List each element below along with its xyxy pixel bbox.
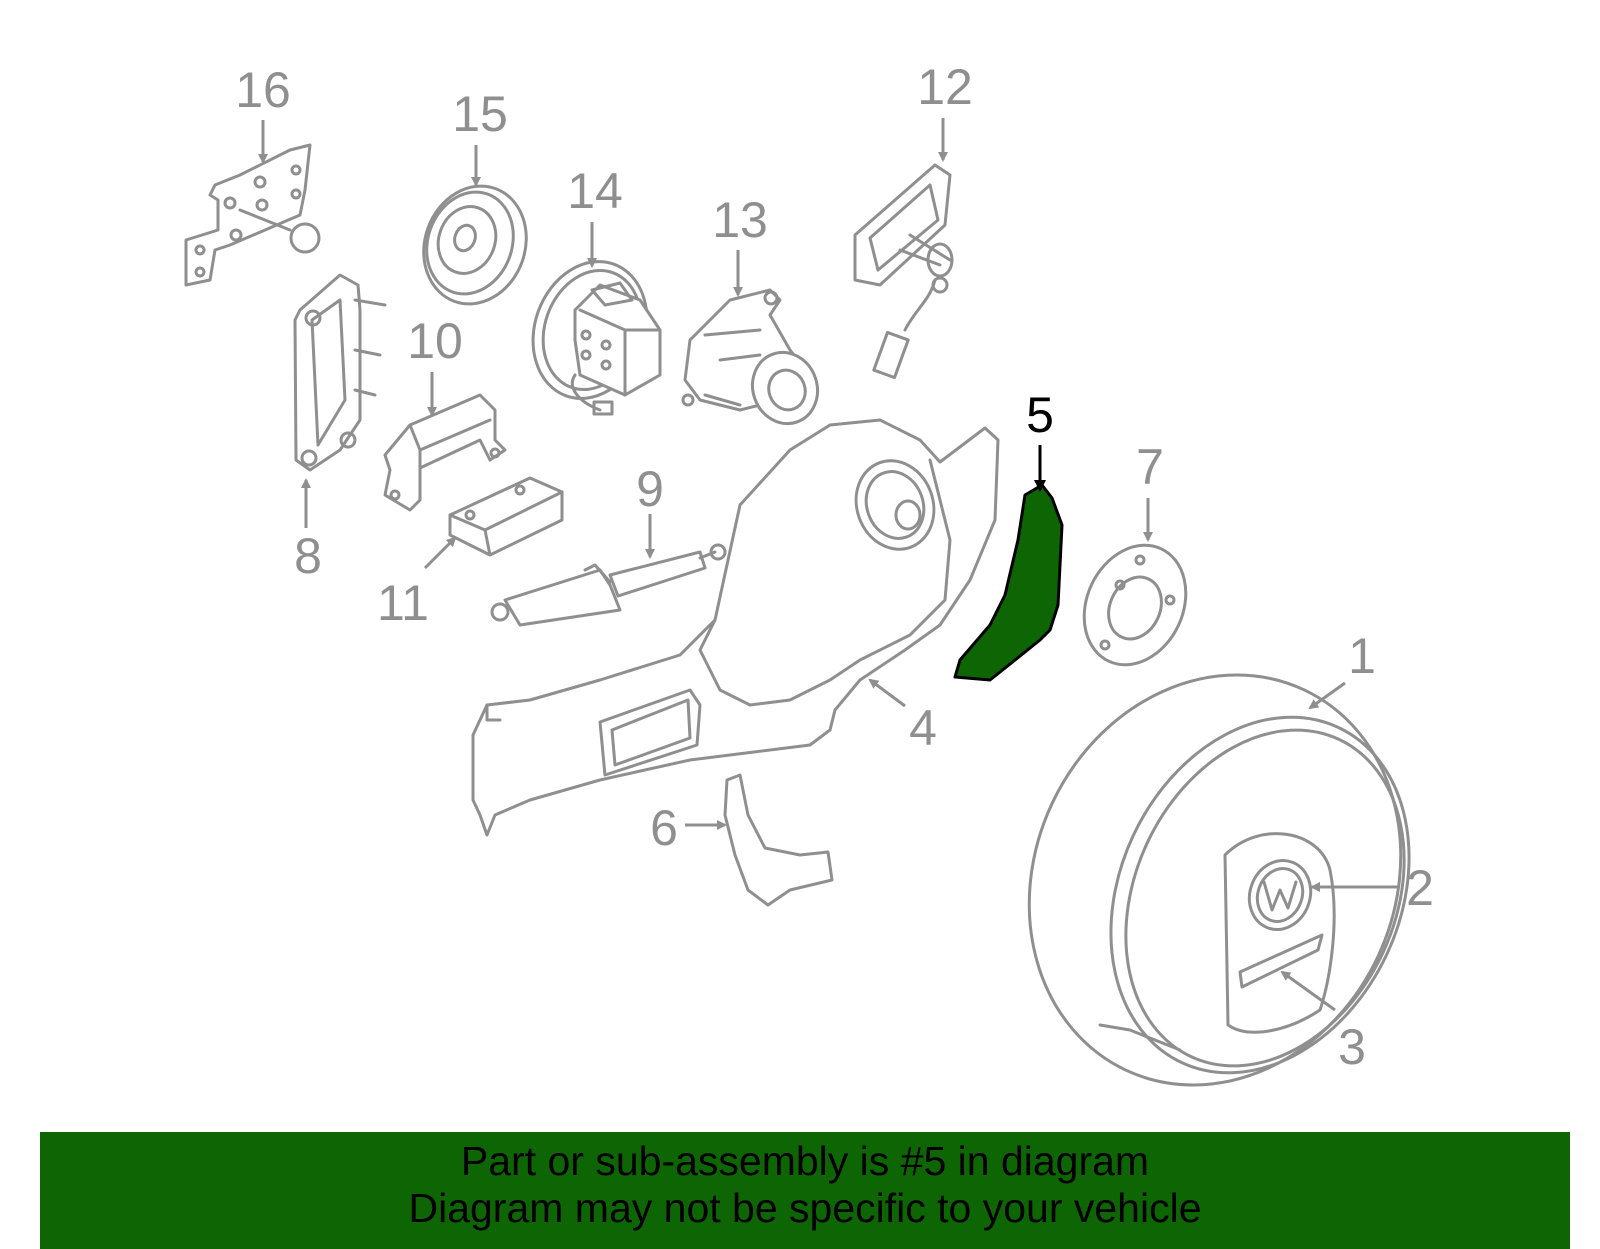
leader-11 xyxy=(423,536,457,570)
part-8-hinge-arm xyxy=(293,273,387,472)
part-14-actuator xyxy=(531,260,662,416)
part-10-bracket xyxy=(383,393,507,512)
part-1-spare-wheel-cover xyxy=(1027,673,1411,1087)
label-8: 8 xyxy=(294,528,322,584)
part-15-round-cover xyxy=(422,184,528,306)
info-banner: Part or sub-assembly is #5 in diagram Di… xyxy=(40,1132,1570,1249)
leader-1 xyxy=(1308,681,1346,710)
label-11: 11 xyxy=(377,575,429,631)
label-3: 3 xyxy=(1338,1019,1366,1075)
part-9-gas-strut xyxy=(490,543,727,627)
part-5-trim-highlighted xyxy=(953,483,1064,682)
part-7-round-plate xyxy=(1082,543,1188,667)
label-12: 12 xyxy=(917,59,973,115)
label-1: 1 xyxy=(1348,628,1376,684)
leader-lines xyxy=(258,118,1398,1012)
label-5-highlighted: 5 xyxy=(1026,387,1054,443)
label-9: 9 xyxy=(636,461,664,517)
parts-diagram: 16 15 14 13 12 10 8 9 11 7 4 6 1 2 3 5 xyxy=(184,59,1434,1087)
label-14: 14 xyxy=(567,163,623,219)
label-13: 13 xyxy=(712,192,768,248)
leader-3 xyxy=(1280,970,1336,1012)
banner-line-part-info: Part or sub-assembly is #5 in diagram xyxy=(460,1138,1150,1184)
part-16-hinge-bracket xyxy=(184,143,321,287)
label-10: 10 xyxy=(407,313,463,369)
part-6-mud-flap xyxy=(723,773,834,907)
part-11-block xyxy=(448,476,564,557)
label-6: 6 xyxy=(650,800,678,856)
banner-line-disclaimer: Diagram may not be specific to your vehi… xyxy=(408,1185,1202,1231)
label-2: 2 xyxy=(1406,860,1434,916)
part-2-emblem xyxy=(1247,859,1313,931)
part-12-light-assembly xyxy=(853,163,954,380)
label-16: 16 xyxy=(235,62,291,118)
part-13-cylinder xyxy=(681,288,819,426)
part-3-badge-strip xyxy=(1238,933,1324,989)
part-4-carrier-arm xyxy=(471,418,1000,837)
callout-labels: 16 15 14 13 12 10 8 9 11 7 4 6 1 2 3 5 xyxy=(235,59,1434,1075)
label-7: 7 xyxy=(1136,439,1164,495)
leader-4 xyxy=(868,678,906,708)
label-4: 4 xyxy=(909,700,937,756)
label-15: 15 xyxy=(452,86,508,142)
